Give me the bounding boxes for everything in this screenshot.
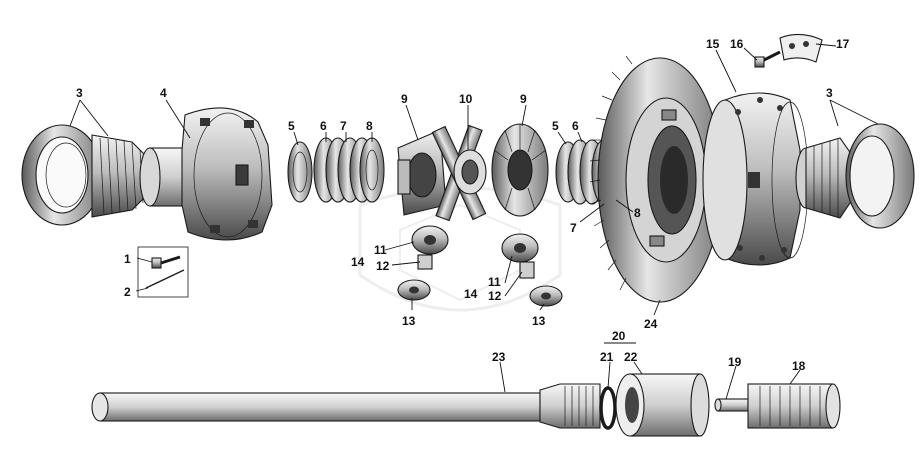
label-11-left: 11 xyxy=(374,243,387,257)
friction-disc-pack-left xyxy=(287,137,385,203)
snap-ring xyxy=(599,386,617,430)
label-2: 2 xyxy=(124,285,131,299)
label-24: 24 xyxy=(644,317,658,331)
splined-stub-shaft xyxy=(747,383,841,429)
differential-case-half-right xyxy=(702,92,809,266)
label-22: 22 xyxy=(624,350,638,364)
pinion-gear-set-right xyxy=(501,233,563,307)
label-13-left: 13 xyxy=(402,314,416,328)
differential-case-half-left xyxy=(139,107,273,241)
label-14-left: 14 xyxy=(351,255,365,269)
label-6-right: 6 xyxy=(572,119,579,133)
label-14-right: 14 xyxy=(464,287,478,301)
side-gear-right xyxy=(491,123,549,217)
label-23: 23 xyxy=(492,350,506,364)
label-10: 10 xyxy=(459,92,473,106)
label-18: 18 xyxy=(792,359,806,373)
label-3-left: 3 xyxy=(76,86,83,100)
pinion-gear-set-left xyxy=(397,225,449,301)
label-19: 19 xyxy=(728,355,742,369)
label-7-left: 7 xyxy=(340,119,347,133)
coupling-sleeve xyxy=(615,373,710,437)
bolt-and-lock-plate-detail xyxy=(754,33,823,68)
label-20: 20 xyxy=(612,329,626,343)
label-1: 1 xyxy=(124,252,131,266)
label-8-left: 8 xyxy=(366,119,373,133)
label-12-left: 12 xyxy=(376,259,390,273)
label-15: 15 xyxy=(706,37,720,51)
ring-gear xyxy=(589,55,723,303)
label-3-right: 3 xyxy=(826,86,833,100)
label-9-right: 9 xyxy=(520,92,527,106)
differential-spider-cross xyxy=(431,124,487,222)
label-8-right: 8 xyxy=(634,206,641,220)
label-21: 21 xyxy=(600,350,614,364)
label-12-right: 12 xyxy=(488,289,502,303)
bearing-cup-right xyxy=(845,123,915,229)
bolt-and-lockwire-detail xyxy=(137,246,189,298)
label-17: 17 xyxy=(836,37,850,51)
label-16: 16 xyxy=(730,37,744,51)
roller-bearing-cone-right xyxy=(795,137,853,219)
guide-pin xyxy=(714,398,749,412)
label-7-right: 7 xyxy=(570,221,577,235)
label-9-left: 9 xyxy=(401,92,408,106)
axle-shaft xyxy=(91,383,601,429)
callout-labels: 3 4 1 2 5 6 7 8 9 10 9 5 6 7 8 11 14 12 … xyxy=(76,37,850,373)
bearing-cup-left xyxy=(21,124,103,226)
label-6-left: 6 xyxy=(320,119,327,133)
label-11-right: 11 xyxy=(488,275,501,289)
label-4: 4 xyxy=(160,86,167,100)
leader-lines xyxy=(69,43,879,400)
label-5-right: 5 xyxy=(552,119,559,133)
label-13-right: 13 xyxy=(532,314,546,328)
label-5-left: 5 xyxy=(288,119,295,133)
